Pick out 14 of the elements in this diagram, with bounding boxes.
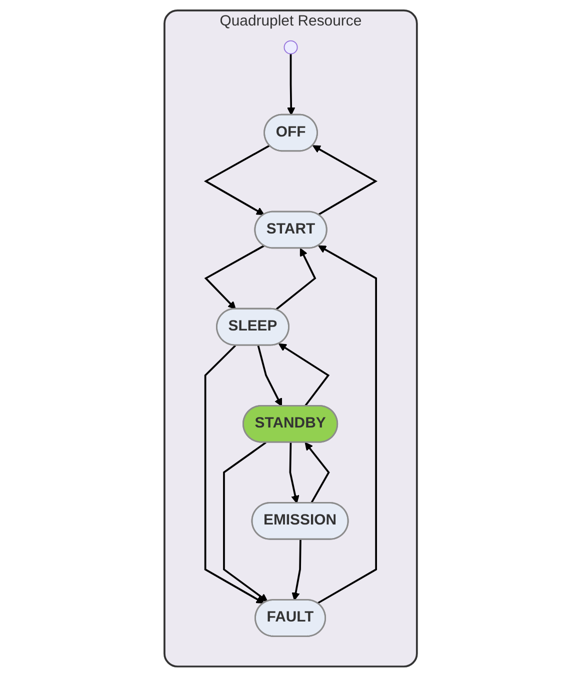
arrow [204, 144, 270, 216]
arrow [204, 344, 265, 604]
arrow [223, 442, 268, 602]
arrow [312, 145, 378, 216]
arrow [278, 343, 330, 407]
node-circle [284, 40, 298, 54]
arrow [287, 54, 296, 116]
arrow [290, 442, 300, 504]
arrow [276, 248, 316, 310]
arrow [305, 442, 330, 504]
arrow [317, 245, 378, 604]
arrow [292, 540, 302, 601]
arrow [204, 244, 265, 310]
arrow [258, 345, 282, 407]
